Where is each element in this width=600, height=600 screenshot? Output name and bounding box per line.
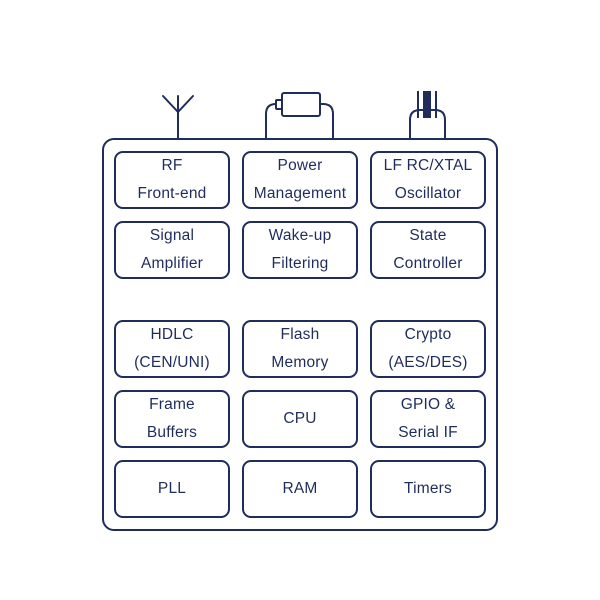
block-label-line: Signal [149,227,195,244]
block-label-line: Buffers [146,424,198,441]
block-timers: Timers [370,460,486,518]
block-label-line: PLL [157,480,187,497]
block-label-line: Memory [271,354,329,371]
block-lf-oscillator: LF RC/XTAL Oscillator [370,151,486,209]
block-rf-front-end: RF Front-end [114,151,230,209]
block-label-line: CPU [283,410,317,427]
block-gpio-serial: GPIO & Serial IF [370,390,486,448]
block-label-line: RF [161,157,183,174]
battery-connector [265,92,334,139]
crystal-connector [409,91,446,139]
block-label-line: (AES/DES) [388,354,468,371]
block-crypto: Crypto (AES/DES) [370,320,486,378]
block-label-line: Management [253,185,347,202]
block-label-line: RAM [282,480,318,497]
block-label-line: Filtering [271,255,329,272]
block-label-line: Controller [393,255,463,272]
block-label-line: Timers [404,480,452,497]
block-label-line: LF RC/XTAL [383,157,473,174]
block-label-line: Power [277,157,323,174]
block-ram: RAM [242,460,358,518]
block-label-line: Amplifier [140,255,204,272]
block-label-line: Crypto [404,326,452,343]
block-label-line: Front-end [137,185,207,202]
block-cpu: CPU [242,390,358,448]
block-label-line: (CEN/UNI) [134,354,210,371]
block-label-line: Flash [280,326,320,343]
crystal-icon [417,91,437,118]
block-label-line: Oscillator [394,185,462,202]
block-label-line: HDLC [150,326,194,343]
block-label-line: Frame [149,396,195,413]
block-label-line: Serial IF [398,424,458,441]
block-hdlc: HDLC (CEN/UNI) [114,320,230,378]
antenna-icon [162,95,194,140]
battery-icon [275,92,321,117]
block-label-line: Wake-up [268,227,332,244]
block-pll: PLL [114,460,230,518]
block-label-line: GPIO & [400,396,456,413]
block-label-line: State [409,227,447,244]
